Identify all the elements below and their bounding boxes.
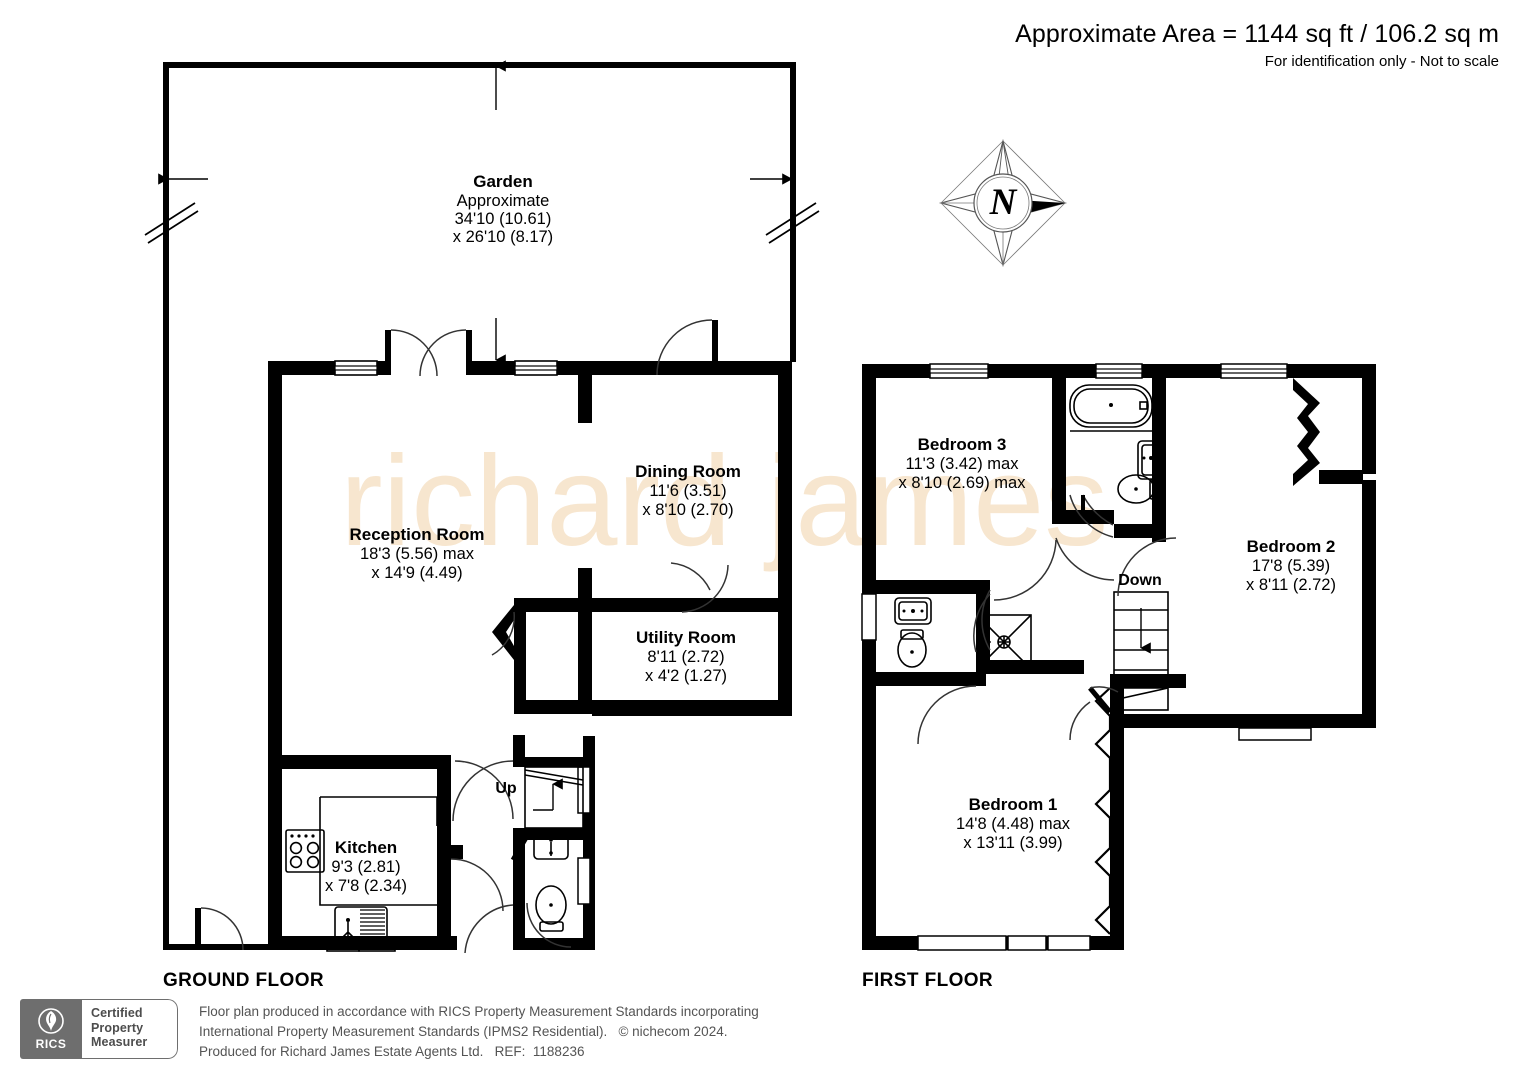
dimension-break-marks: [144, 202, 820, 244]
first-floor-fixtures: [894, 384, 1169, 711]
svg-text:x 8'10 (2.69) max: x 8'10 (2.69) max: [899, 474, 1027, 492]
svg-text:Up: Up: [495, 780, 517, 797]
bathtub-icon: [1069, 384, 1153, 432]
svg-text:Kitchen: Kitchen: [335, 838, 397, 857]
svg-text:9'3 (2.81): 9'3 (2.81): [331, 858, 400, 876]
svg-text:x 14'9 (4.49): x 14'9 (4.49): [371, 564, 462, 582]
disclaimer-line-1: Floor plan produced in accordance with R…: [199, 1004, 759, 1019]
disclaimer-line-3: Produced for Richard James Estate Agents…: [199, 1044, 585, 1059]
bathroom-toilet-icon: [1117, 474, 1161, 504]
ground-floor-walls: [163, 320, 792, 950]
rics-badge-line-3: Measurer: [91, 1035, 148, 1050]
annotation-stairs-up: Up: [495, 780, 517, 797]
footer: RICS Certified Property Measurer Floor p…: [20, 999, 759, 1062]
north-compass-rose: N: [938, 138, 1068, 268]
rics-badge-line-1: Certified: [91, 1006, 143, 1020]
room-label-dining-room: Dining Room 11'6 (3.51) x 8'10 (2.70): [635, 462, 741, 519]
svg-text:Reception Room: Reception Room: [349, 525, 484, 544]
svg-text:Utility Room: Utility Room: [636, 628, 736, 647]
svg-text:x 26'10 (8.17): x 26'10 (8.17): [453, 228, 553, 246]
annotation-stairs-down: Down: [1118, 572, 1162, 589]
ground-floor-title: GROUND FLOOR: [163, 970, 325, 991]
svg-text:richard james: richard james: [340, 430, 1108, 573]
svg-text:34'10 (10.61): 34'10 (10.61): [455, 210, 552, 228]
ground-floor-plan: Garden Approximate 34'10 (10.61) x 26'10…: [144, 60, 820, 954]
svg-text:Garden: Garden: [473, 172, 533, 191]
disclaimer-text: Floor plan produced in accordance with R…: [199, 999, 759, 1062]
bathroom-basin-icon: [1137, 440, 1165, 480]
rics-wordmark: RICS: [35, 1036, 67, 1051]
ground-floor-door-swings: [200, 319, 729, 954]
cooker-icon: [285, 829, 325, 873]
svg-text:N: N: [989, 182, 1018, 223]
approximate-area-text: Approximate Area = 1144 sq ft / 106.2 sq…: [1015, 20, 1499, 48]
first-floor-walls: [861, 363, 1376, 951]
svg-text:11'3 (3.42) max: 11'3 (3.42) max: [906, 455, 1020, 473]
rics-logo-icon: RICS: [20, 999, 82, 1059]
room-label-bedroom-3: Bedroom 3 11'3 (3.42) max x 8'10 (2.69) …: [899, 435, 1027, 492]
svg-text:Bedroom 2: Bedroom 2: [1247, 537, 1336, 556]
ensuite-basin-icon: [894, 597, 932, 625]
svg-text:Down: Down: [1118, 572, 1162, 589]
shower-cubicle-icon: [976, 614, 1032, 670]
first-floor-title: FIRST FLOOR: [862, 970, 994, 991]
room-label-bedroom-2: Bedroom 2 17'8 (5.39) x 8'11 (2.72): [1246, 537, 1336, 594]
room-label-reception-room: Reception Room 18'3 (5.56) max x 14'9 (4…: [349, 525, 484, 582]
svg-text:17'8 (5.39): 17'8 (5.39): [1252, 557, 1330, 575]
staircase-down: [1113, 591, 1169, 711]
svg-text:8'11 (2.72): 8'11 (2.72): [647, 648, 724, 666]
svg-text:18'3 (5.56) max: 18'3 (5.56) max: [360, 545, 475, 563]
staircase-up: [524, 766, 584, 829]
rics-certified-badge: RICS Certified Property Measurer: [20, 999, 178, 1059]
svg-text:11'6 (3.51): 11'6 (3.51): [649, 482, 726, 500]
room-label-garden: Garden Approximate 34'10 (10.61) x 26'10…: [453, 172, 553, 246]
svg-text:x 8'11 (2.72): x 8'11 (2.72): [1246, 576, 1336, 594]
svg-text:14'8 (4.48) max: 14'8 (4.48) max: [956, 815, 1071, 833]
kitchen-sink-icon: [334, 906, 388, 940]
identification-note-text: For identification only - Not to scale: [1264, 53, 1499, 70]
room-label-kitchen: Kitchen 9'3 (2.81) x 7'8 (2.34): [325, 838, 407, 895]
svg-text:Bedroom 3: Bedroom 3: [918, 435, 1007, 454]
svg-text:Dining Room: Dining Room: [635, 462, 741, 481]
brand-watermark: richard james: [340, 430, 1108, 573]
rics-badge-text: Certified Property Measurer: [82, 999, 178, 1059]
garden-dimension-arrows: [158, 60, 793, 366]
svg-text:x 8'10 (2.70): x 8'10 (2.70): [642, 501, 733, 519]
ground-floor-fixtures: [285, 766, 584, 952]
svg-text:x 13'11 (3.99): x 13'11 (3.99): [963, 834, 1062, 852]
wc-basin-icon: [533, 832, 569, 860]
disclaimer-line-2: International Property Measurement Stand…: [199, 1024, 728, 1039]
svg-text:x 7'8 (2.34): x 7'8 (2.34): [325, 877, 407, 895]
svg-text:Bedroom 1: Bedroom 1: [969, 795, 1058, 814]
ensuite-toilet-icon: [897, 629, 927, 668]
rics-badge-line-2: Property: [91, 1020, 144, 1035]
toilet-icon: [535, 885, 567, 932]
garden-boundary: [163, 62, 796, 950]
room-label-bedroom-1: Bedroom 1 14'8 (4.48) max x 13'11 (3.99): [956, 795, 1071, 852]
svg-text:Approximate: Approximate: [457, 192, 550, 210]
svg-text:x 4'2 (1.27): x 4'2 (1.27): [645, 667, 727, 685]
first-floor-door-swings: [917, 494, 1177, 745]
first-floor-plan: Bedroom 3 11'3 (3.42) max x 8'10 (2.69) …: [861, 363, 1376, 951]
room-label-utility-room: Utility Room 8'11 (2.72) x 4'2 (1.27): [636, 628, 736, 685]
